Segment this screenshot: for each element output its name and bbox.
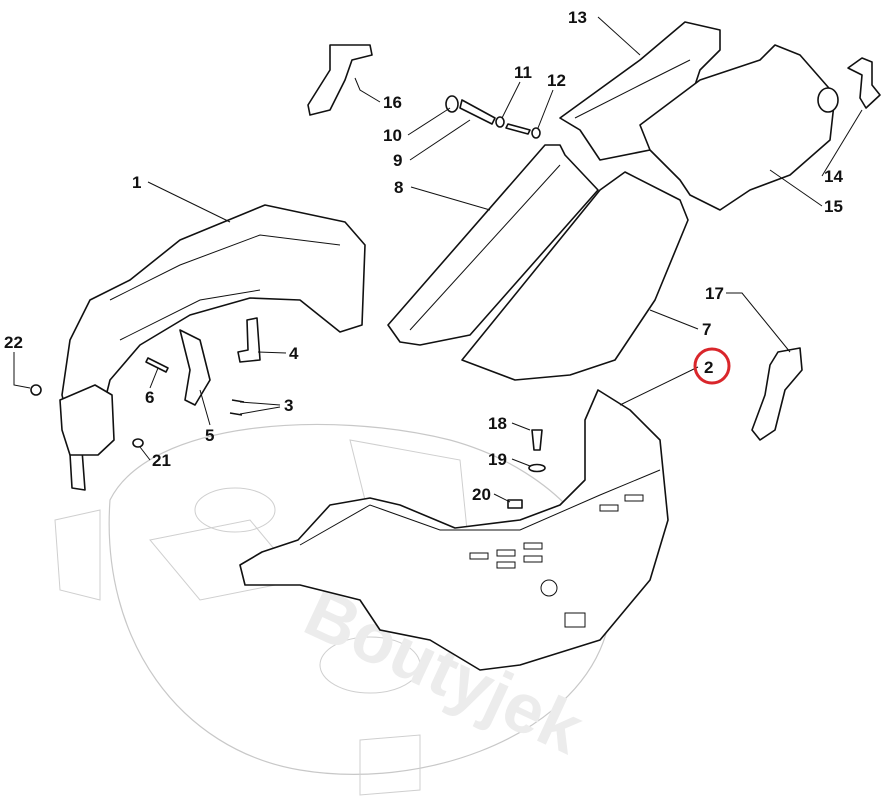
part-8-flap-frame [387, 144, 599, 346]
part-16-bracket [307, 44, 373, 116]
callout-11[interactable]: 11 [514, 63, 532, 82]
callout-15[interactable]: 15 [824, 197, 843, 216]
callout-21[interactable]: 21 [152, 451, 171, 470]
callout-1[interactable]: 1 [132, 173, 141, 192]
callout-6[interactable]: 6 [145, 388, 154, 407]
part-17-bracket [751, 347, 803, 441]
leader-lines [13, 16, 863, 503]
hardware [30, 95, 546, 509]
callout-4[interactable]: 4 [289, 344, 299, 363]
callout-17[interactable]: 17 [705, 284, 724, 303]
part-15-chute [639, 44, 836, 211]
callout-13[interactable]: 13 [568, 8, 587, 27]
part-7-rear-flap [461, 171, 689, 381]
callout-16[interactable]: 16 [383, 93, 402, 112]
callout-7[interactable]: 7 [702, 320, 711, 339]
callout-19[interactable]: 19 [488, 450, 507, 469]
callout-2[interactable]: 2 [704, 358, 713, 377]
callout-12[interactable]: 12 [547, 71, 566, 90]
callout-9[interactable]: 9 [393, 151, 402, 170]
part-13-upper-cover [559, 21, 721, 161]
callout-10[interactable]: 10 [383, 126, 402, 145]
part-22-side-plate [59, 384, 115, 456]
callout-5[interactable]: 5 [205, 426, 214, 445]
callout-18[interactable]: 18 [488, 414, 507, 433]
callout-14[interactable]: 14 [824, 167, 843, 186]
highlight-circle [693, 347, 731, 385]
callout-3[interactable]: 3 [284, 396, 293, 415]
part-14-bracket [847, 57, 881, 109]
callout-20[interactable]: 20 [472, 485, 491, 504]
callout-8[interactable]: 8 [394, 178, 403, 197]
part-1-left-side-cover [61, 204, 366, 491]
callout-22[interactable]: 22 [4, 333, 23, 352]
